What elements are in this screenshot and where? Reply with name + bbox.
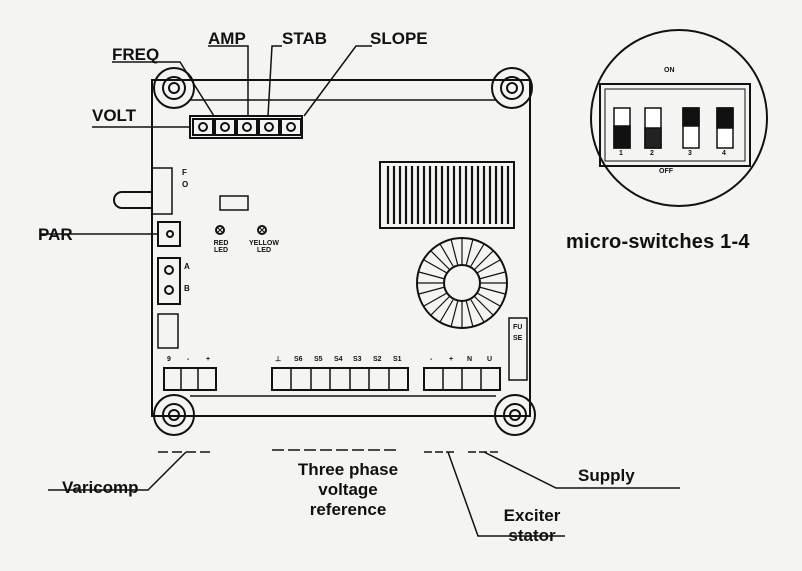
pot-2: [214, 118, 236, 136]
micro-switch-circle: [590, 29, 768, 207]
terminal-block-reference: [271, 367, 409, 391]
mounting-hole-tr: [491, 67, 533, 109]
ic-chip: [219, 195, 249, 211]
pot-1: [192, 118, 214, 136]
heatsink: [379, 161, 515, 229]
pot-3: [236, 118, 258, 136]
term-ref-s6: S6: [294, 356, 303, 363]
board-outline: [151, 79, 531, 417]
yellow-led-label: YELLOW LED: [249, 240, 279, 254]
term-ref-s5: S5: [314, 356, 323, 363]
term-supply-u: U: [487, 356, 493, 363]
term-varicomp-2: -: [187, 356, 190, 363]
term-supply-n: N: [467, 356, 473, 363]
connector-b-label: B: [184, 284, 190, 293]
term-exc-plus: +: [449, 356, 454, 363]
micro-switch-off-label: OFF: [659, 168, 673, 175]
volt-label: VOLT: [92, 106, 137, 125]
stab-label: STAB: [282, 29, 328, 48]
par-switch: [157, 221, 181, 247]
term-varicomp-3: +: [206, 356, 211, 363]
amp-leader: [208, 45, 249, 116]
term-ref-s2: S2: [373, 356, 382, 363]
term-ref-s1: S1: [393, 356, 402, 363]
micro-switch-inner: [604, 88, 746, 162]
mounting-hole-br: [494, 394, 536, 436]
mounting-hole-bl: [153, 394, 195, 436]
fuse: [508, 317, 528, 381]
slope-label: SLOPE: [370, 29, 428, 48]
connector-bottom-left: [157, 313, 179, 349]
exciter-stator-label: Exciter stator: [503, 506, 561, 545]
red-led-label: RED LED: [213, 240, 229, 254]
fuse-label: FUSE: [513, 324, 523, 342]
mounting-hole-tl: [153, 67, 195, 109]
connector-a-label: A: [184, 262, 190, 271]
term-exc-minus: -: [430, 356, 433, 363]
term-ref-s3: S3: [353, 356, 362, 363]
micro-switch-num-1: 1: [619, 150, 623, 157]
pot-5: [280, 118, 302, 136]
wire-loop: [113, 191, 152, 209]
red-led: [215, 225, 225, 235]
jumper-f-label: F: [182, 168, 187, 177]
yellow-led: [257, 225, 267, 235]
exciter-leader: [447, 451, 565, 537]
connector-ab: [157, 257, 181, 305]
jumper-fo: [151, 167, 173, 215]
micro-switch-on-label: ON: [664, 67, 675, 74]
micro-switch-num-4: 4: [722, 150, 726, 157]
amp-label: AMP: [208, 29, 246, 48]
terminal-block-varicomp: [163, 367, 217, 391]
supply-label: Supply: [578, 466, 635, 485]
stab-leader: [267, 45, 282, 117]
slope-leader: [303, 45, 372, 117]
term-ref-s4: S4: [334, 356, 343, 363]
term-varicomp-1: 9: [167, 356, 171, 363]
par-label: PAR: [38, 225, 73, 244]
varicomp-leader: [48, 451, 187, 491]
varicomp-label: Varicomp: [62, 478, 139, 497]
micro-switch-num-2: 2: [650, 150, 654, 157]
micro-switch-num-3: 3: [688, 150, 692, 157]
pot-4: [258, 118, 280, 136]
freq-leader: [112, 61, 215, 117]
jumper-o-label: O: [182, 180, 189, 189]
micro-switch-body: [599, 83, 751, 167]
three-phase-label: Three phase voltage reference: [297, 460, 399, 519]
freq-label: FREQ: [112, 45, 160, 64]
term-ref-ground: ⊥: [275, 356, 282, 363]
supply-leader: [483, 451, 680, 489]
micro-switch-caption: micro-switches 1-4: [566, 231, 750, 253]
